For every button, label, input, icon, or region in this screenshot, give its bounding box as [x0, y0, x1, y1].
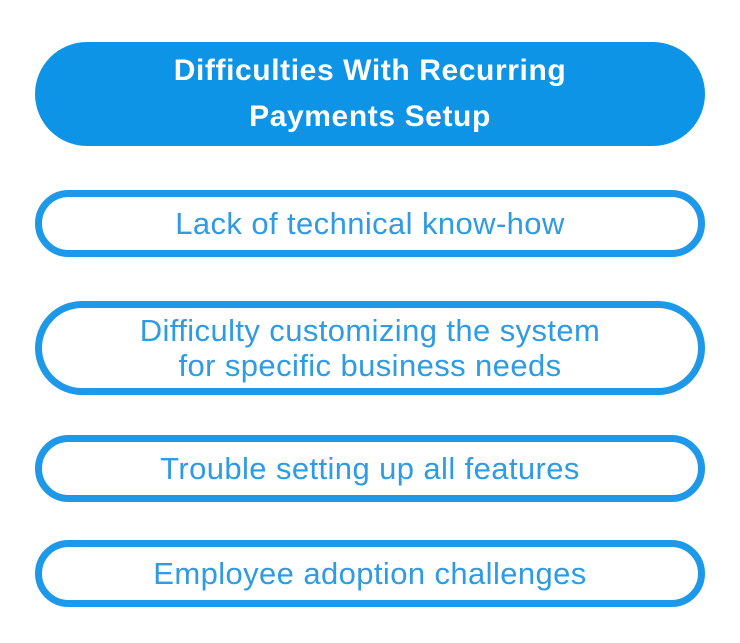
item-pill-customization-difficulty: Difficulty customizing the system for sp… — [35, 301, 705, 395]
item-pill-lack-of-know-how: Lack of technical know-how — [35, 190, 705, 257]
item-pill-employee-adoption: Employee adoption challenges — [35, 540, 705, 607]
item-label: Trouble setting up all features — [160, 451, 580, 486]
title-text: Difficulties With Recurring Payments Set… — [173, 54, 567, 133]
item-label: Employee adoption challenges — [153, 556, 587, 591]
item-pill-feature-setup-trouble: Trouble setting up all features — [35, 435, 705, 502]
item-label: Lack of technical know-how — [175, 206, 565, 241]
item-label: Difficulty customizing the system for sp… — [139, 313, 601, 383]
title-pill: Difficulties With Recurring Payments Set… — [35, 42, 705, 146]
